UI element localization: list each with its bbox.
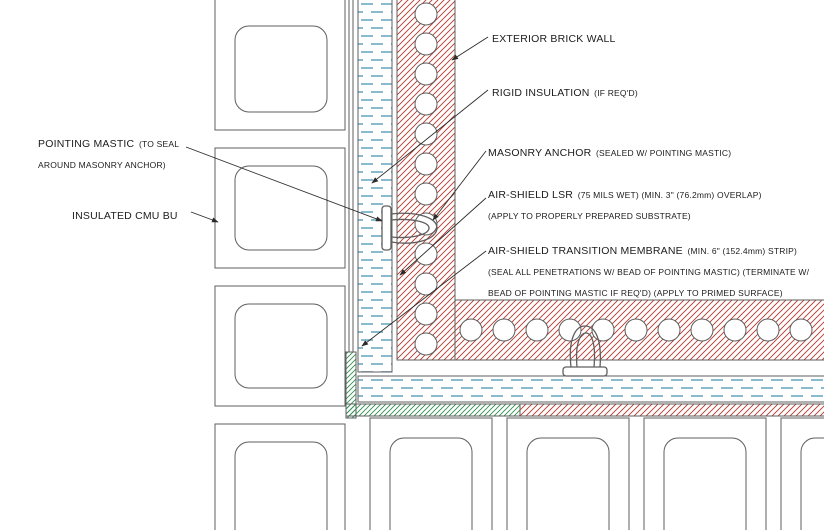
brick-cores-horizontal	[459, 318, 813, 342]
label-title: INSULATED CMU BU	[72, 210, 178, 222]
masonry-anchor-vertical-wall	[381, 205, 438, 251]
masonry-anchor-horizontal-wall	[562, 325, 608, 377]
exterior-brick-veneer-vertical	[396, 0, 456, 361]
leader-exterior-brick-wall	[451, 36, 489, 61]
leader-transition-membrane	[361, 250, 487, 347]
label-title: RIGID INSULATION	[492, 87, 590, 99]
rigid-insulation-horizontal	[357, 375, 824, 403]
cmu-backup-wall-bottom	[369, 417, 824, 530]
label-title: POINTING MASTIC	[38, 138, 135, 150]
label-note: (IF REQ'D)	[594, 88, 638, 98]
cmu-backup-wall-vertical	[214, 0, 346, 530]
air-shield-lsr-horizontal	[519, 403, 824, 417]
label-title: MASONRY ANCHOR	[488, 147, 592, 159]
label-air-shield-transition-membrane: AIR-SHIELD TRANSITION MEMBRANE (MIN. 6" …	[488, 240, 824, 302]
label-pointing-mastic: POINTING MASTIC (TO SEAL AROUND MASONRY …	[38, 133, 192, 175]
label-insulated-cmu: INSULATED CMU BU	[72, 205, 178, 226]
leader-masonry-anchor	[432, 150, 487, 221]
label-note: (SEALED W/ POINTING MASTIC)	[596, 148, 732, 158]
leader-pointing-mastic	[185, 146, 383, 222]
leader-lines	[185, 36, 489, 347]
label-title: AIR-SHIELD LSR	[488, 189, 574, 201]
leader-rigid-insulation	[371, 89, 489, 184]
label-title: EXTERIOR BRICK WALL	[492, 33, 616, 45]
air-shield-transition-membrane	[345, 351, 824, 419]
label-note: (75 MILS WET) (MIN. 3" (76.2mm) OVERLAP)…	[488, 190, 762, 221]
leader-insulated-cmu	[190, 211, 219, 223]
label-note: (MIN. 6" (152.4mm) STRIP) (SEAL ALL PENE…	[488, 246, 810, 298]
leader-air-shield-lsr	[399, 197, 487, 276]
label-title: AIR-SHIELD TRANSITION MEMBRANE	[488, 245, 683, 257]
exterior-brick-veneer-horizontal	[454, 299, 824, 361]
label-exterior-brick-wall: EXTERIOR BRICK WALL	[492, 28, 616, 49]
label-rigid-insulation: RIGID INSULATION (IF REQ'D)	[492, 82, 638, 103]
label-note: (TO SEAL AROUND MASONRY ANCHOR)	[38, 139, 179, 170]
rigid-insulation-vertical	[357, 0, 393, 373]
air-shield-lsr-vertical	[348, 0, 354, 352]
label-air-shield-lsr: AIR-SHIELD LSR (75 MILS WET) (MIN. 3" (7…	[488, 184, 788, 226]
label-masonry-anchor: MASONRY ANCHOR (SEALED W/ POINTING MASTI…	[488, 142, 731, 163]
